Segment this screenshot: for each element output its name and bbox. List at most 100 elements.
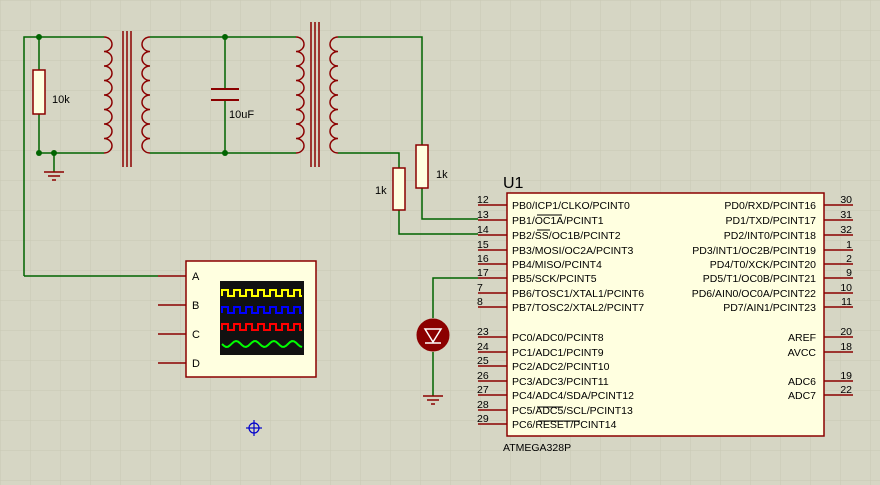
pin-label: PC0/ADC0/PCINT8 <box>512 332 604 344</box>
pin-number: 17 <box>477 267 489 279</box>
pin-label: PD6/AIN0/OC0A/PCINT22 <box>692 288 816 300</box>
pin-number: 13 <box>477 209 489 221</box>
resistor-1k-left[interactable]: 1k <box>375 167 406 211</box>
ground-left[interactable] <box>44 171 64 181</box>
wire-pb5-led[interactable] <box>432 277 478 318</box>
resistor-10k[interactable]: 10k <box>32 69 70 115</box>
capacitor-10uf[interactable]: 10uF <box>211 88 254 121</box>
pin-label: ADC7 <box>788 390 816 402</box>
pin-number: 2 <box>846 253 852 265</box>
junction <box>36 150 42 156</box>
resistor-1k-right[interactable]: 1k <box>415 144 448 189</box>
oscilloscope-pins <box>158 275 186 364</box>
wire-pb2[interactable] <box>398 210 478 235</box>
wire-left-rail[interactable] <box>23 36 104 276</box>
pin-label: AVCC <box>788 347 817 359</box>
pin-number: 7 <box>477 282 483 294</box>
pin-label: AREF <box>788 332 816 344</box>
pin-label: PC2/ADC2/PCINT10 <box>512 361 610 373</box>
wire-pb1[interactable] <box>421 188 478 220</box>
transformer-2-primary <box>295 36 305 154</box>
ground-led[interactable] <box>423 395 443 405</box>
pin-number: 27 <box>477 384 489 396</box>
scope-channel-b: B <box>192 300 199 312</box>
pin-label: PB2/SS/OC1B/PCINT2 <box>512 230 621 242</box>
pin-number: 28 <box>477 399 489 411</box>
pin-label: PD7/AIN1/PCINT23 <box>723 302 816 314</box>
pin-label: PB6/TOSC1/XTAL1/PCINT6 <box>512 288 644 300</box>
wire-sec-top[interactable] <box>338 36 423 145</box>
pin-label: PC3/ADC3/PCINT11 <box>512 376 609 388</box>
pin-label: PB7/TOSC2/XTAL2/PCINT7 <box>512 302 644 314</box>
pin-number: 29 <box>477 413 489 425</box>
pin-number: 9 <box>846 267 852 279</box>
scope-channel-d: D <box>192 358 200 370</box>
pin-number: 23 <box>477 326 489 338</box>
transformer-2-secondary <box>329 36 339 154</box>
pin-label: PB3/MOSI/OC2A/PCINT3 <box>512 245 634 257</box>
pin-number: 22 <box>840 384 852 396</box>
wire-sec-bottom[interactable] <box>338 152 400 168</box>
transformer-1-primary <box>103 36 113 154</box>
pin-number: 12 <box>477 194 489 206</box>
junction <box>36 34 42 40</box>
pin-label: PC5/ADC5/SCL/PCINT13 <box>512 405 633 417</box>
mcu-right-pins: 30PD0/RXD/PCINT1631PD1/TXD/PCINT1732PD2/… <box>692 194 853 402</box>
pin-label: PD3/INT1/OC2B/PCINT19 <box>692 245 816 257</box>
scope-trace <box>221 306 302 314</box>
junction <box>222 150 228 156</box>
led[interactable] <box>416 318 450 352</box>
led-body <box>416 318 450 352</box>
pin-label: PB4/MISO/PCINT4 <box>512 259 602 271</box>
pin-label: PD2/INT0/PCINT18 <box>724 230 816 242</box>
mcu-reference: U1 <box>503 175 524 192</box>
scope-trace <box>221 339 303 349</box>
capacitor-label: 10uF <box>229 109 254 121</box>
pin-number: 24 <box>477 341 489 353</box>
pin-label: PB0/ICP1/CLKO/PCINT0 <box>512 200 630 212</box>
scope-trace <box>221 323 302 331</box>
junctions <box>36 34 228 156</box>
oscilloscope[interactable]: A B C D <box>158 260 317 378</box>
junction <box>222 34 228 40</box>
pin-number: 25 <box>477 355 489 367</box>
transformer-1-secondary <box>141 36 151 154</box>
transformer-2[interactable] <box>295 22 339 167</box>
led-triangle <box>423 328 443 344</box>
pin-label: PC6/RESET/PCINT14 <box>512 419 617 431</box>
transformer-1[interactable] <box>103 31 151 167</box>
probe-marker[interactable] <box>246 420 262 436</box>
mcu-part-number: ATMEGA328P <box>503 442 571 454</box>
resistor-10k-label: 10k <box>52 94 70 106</box>
